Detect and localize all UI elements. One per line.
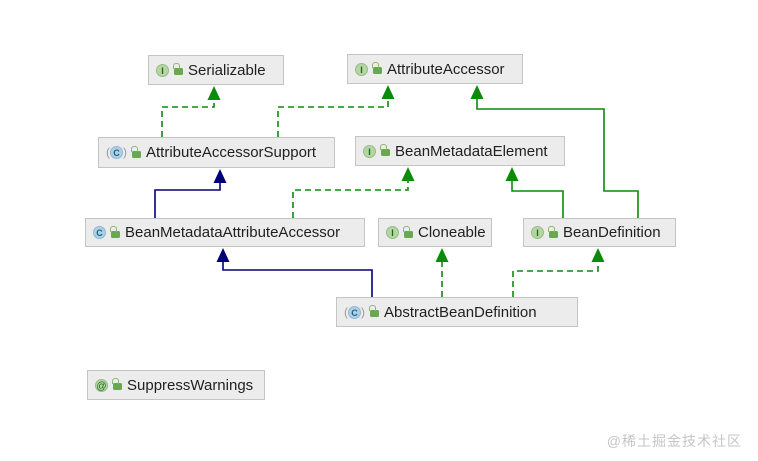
public-lock-icon: [112, 378, 122, 390]
node-attribute-accessor-support[interactable]: (C) AttributeAccessorSupport: [98, 137, 335, 168]
public-lock-icon: [173, 63, 183, 75]
annotation-icon: (@): [95, 378, 108, 392]
edge-bean-definition-interface_extends-bean-metadata-element: [505, 167, 564, 218]
public-lock-icon: [110, 225, 120, 238]
public-lock-icon: [380, 144, 390, 156]
node-label: AttributeAccessor: [387, 60, 505, 78]
node-label: Cloneable: [418, 224, 486, 241]
node-bean-metadata-attribute-accessor[interactable]: (C) BeanMetadataAttributeAccessor: [85, 218, 365, 247]
node-label: BeanMetadataElement: [395, 142, 548, 160]
node-label: Serializable: [188, 61, 266, 79]
public-lock-icon: [403, 225, 413, 238]
public-lock-icon: [131, 145, 141, 158]
edge-bean-metadata-attribute-accessor-implements-bean-metadata-element: [292, 167, 415, 218]
edge-abstract-bean-definition-implements-cloneable: [435, 248, 449, 297]
edge-bean-definition-interface_extends-attribute-accessor: [470, 85, 639, 218]
interface-icon: (I): [156, 63, 169, 77]
node-label: AbstractBeanDefinition: [384, 303, 537, 321]
edge-attribute-accessor-support-implements-serializable: [161, 86, 221, 137]
node-label: BeanMetadataAttributeAccessor: [125, 224, 341, 241]
node-bean-metadata-element[interactable]: (I) BeanMetadataElement: [355, 136, 565, 166]
interface-icon: (I): [531, 226, 544, 239]
node-label: BeanDefinition: [563, 224, 661, 241]
node-label: SuppressWarnings: [127, 376, 254, 394]
interface-icon: (I): [386, 226, 399, 239]
edge-abstract-bean-definition-extends-bean-metadata-attribute-accessor: [216, 248, 373, 297]
node-serializable[interactable]: (I) Serializable: [148, 55, 284, 85]
watermark: @稀土掘金技术社区: [606, 433, 742, 449]
interface-icon: (I): [363, 144, 376, 158]
public-lock-icon: [372, 62, 382, 74]
edge-bean-metadata-attribute-accessor-extends-attribute-accessor-support: [154, 169, 227, 218]
abstract-class-icon: (C): [106, 145, 127, 159]
public-lock-icon: [369, 305, 379, 317]
node-attribute-accessor[interactable]: (I) AttributeAccessor: [347, 54, 523, 84]
node-abstract-bean-definition[interactable]: (C) AbstractBeanDefinition: [336, 297, 578, 327]
node-cloneable[interactable]: (I) Cloneable: [378, 218, 492, 247]
public-lock-icon: [548, 225, 558, 238]
interface-icon: (I): [355, 62, 368, 76]
edge-abstract-bean-definition-implements-bean-definition: [512, 248, 605, 297]
abstract-class-icon: (C): [344, 304, 365, 319]
class-icon: (C): [93, 226, 106, 239]
node-suppress-warnings[interactable]: (@) SuppressWarnings: [87, 370, 265, 400]
node-bean-definition[interactable]: (I) BeanDefinition: [523, 218, 676, 247]
node-label: AttributeAccessorSupport: [146, 144, 317, 161]
edge-attribute-accessor-support-implements-attribute-accessor: [277, 85, 395, 137]
